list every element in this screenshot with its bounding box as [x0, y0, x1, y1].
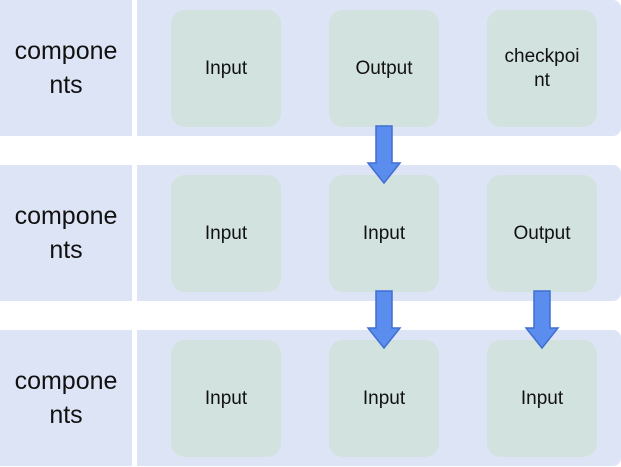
arrow-down-icon [366, 290, 402, 350]
row-1-box-2: Output [329, 10, 439, 127]
row-1-box-3-label: checkpoint [504, 45, 580, 91]
row-2-label: components [14, 202, 118, 264]
arrow-row2-to-row3-right [524, 290, 560, 350]
row-3-label-cell: components [0, 330, 132, 466]
row-2-label-cell: components [0, 165, 132, 301]
row-2-box-1: Input [171, 175, 281, 292]
row-2: components Input Input Output [0, 165, 621, 301]
row-1-label-cell: components [0, 0, 132, 136]
row-3-box-3: Input [487, 340, 597, 457]
arrow-row1-to-row2 [366, 125, 402, 185]
row-3-box-1-label: Input [204, 387, 248, 409]
arrow-down-icon [524, 290, 560, 350]
row-3: components Input Input Input [0, 330, 621, 466]
row-1-label: components [14, 37, 118, 99]
arrow-down-icon [366, 125, 402, 185]
row-1-box-1: Input [171, 10, 281, 127]
row-3-label: components [14, 367, 118, 429]
row-2-box-2: Input [329, 175, 439, 292]
row-2-box-1-label: Input [204, 222, 248, 244]
arrow-row2-to-row3-middle [366, 290, 402, 350]
row-1-box-1-label: Input [204, 57, 248, 79]
row-3-box-1: Input [171, 340, 281, 457]
row-2-box-3-label: Output [513, 222, 571, 244]
row-3-box-2-label: Input [362, 387, 406, 409]
row-3-box-2: Input [329, 340, 439, 457]
row-2-box-2-label: Input [362, 222, 406, 244]
row-1: components Input Output checkpoint [0, 0, 621, 136]
row-2-box-3: Output [487, 175, 597, 292]
row-1-box-3: checkpoint [487, 10, 597, 127]
row-1-box-2-label: Output [355, 57, 413, 79]
row-3-box-3-label: Input [520, 387, 564, 409]
